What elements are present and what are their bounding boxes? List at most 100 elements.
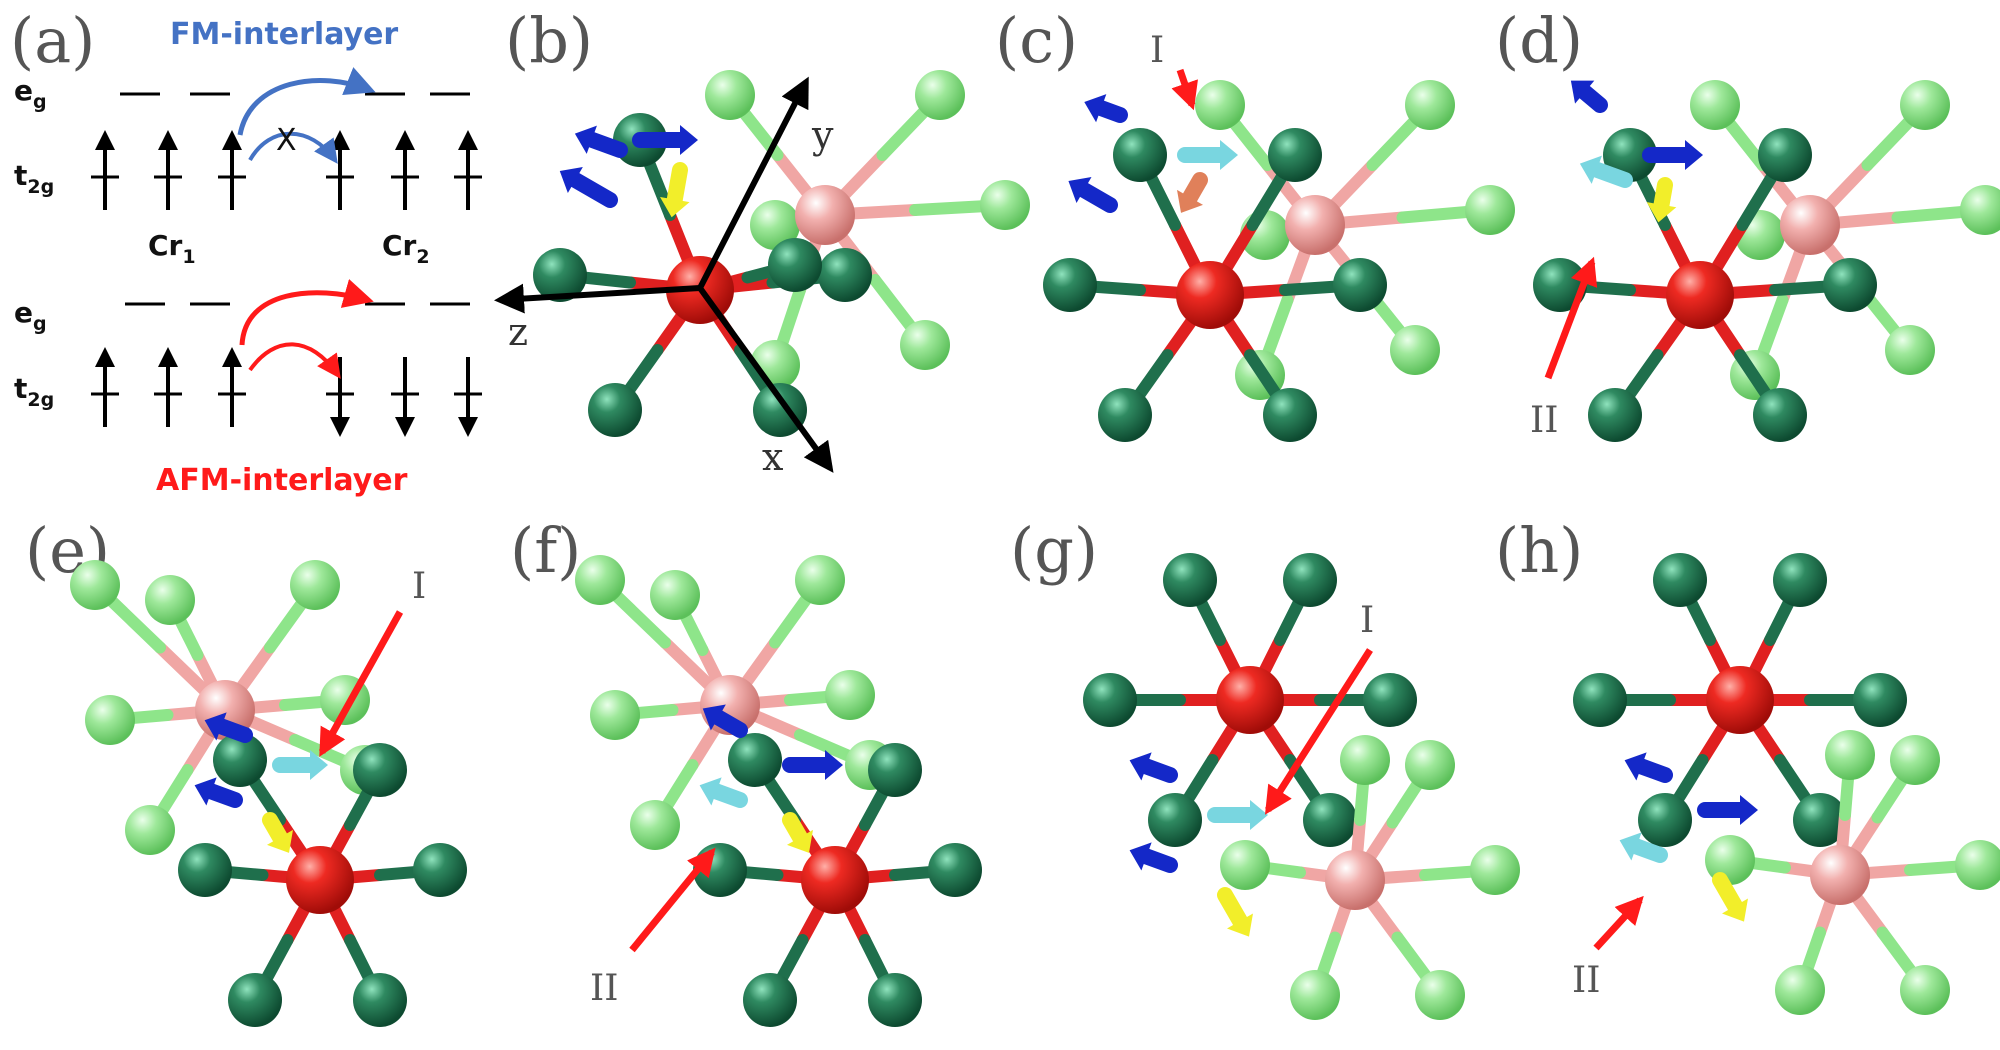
yellow-moment-arrow: [1653, 177, 1673, 213]
blue-moment-arrow: [203, 783, 243, 808]
marker-II-h: II: [1572, 960, 1600, 1001]
cr2-label: Cr2: [382, 229, 430, 268]
dark-green-atom: [1653, 553, 1707, 607]
light-green-atom: [1825, 730, 1875, 780]
panel-labels: (a) (b) (c) (d) (e) (f) (g) (h): [10, 4, 1583, 587]
panel-label-g: (g): [1010, 514, 1098, 587]
pink-cr-atom: [795, 185, 855, 245]
cyan-moment-arrow-head: [310, 750, 328, 780]
light-green-atom: [980, 180, 1030, 230]
dark-green-atom: [1283, 553, 1337, 607]
blue-moment-arrow-head: [1129, 752, 1152, 781]
yellow-moment-arrow-head: [787, 829, 813, 853]
light-green-atom: [145, 575, 195, 625]
pointer-arrow-c: [1171, 68, 1198, 111]
blue-moment-arrow-head: [1570, 80, 1595, 104]
panel-g-structure: [1083, 553, 1520, 1020]
cyan-moment-arrow-head: [1250, 800, 1268, 830]
afm-eg-hop-arrow: [239, 279, 374, 346]
dark-green-atom: [818, 248, 872, 302]
light-green-atom: [125, 805, 175, 855]
blue-moment-arrow-head: [1740, 795, 1758, 825]
dark-green-atom: [1573, 673, 1627, 727]
eg-label-bottom: eg: [14, 296, 47, 335]
dark-green-atom: [353, 973, 407, 1027]
dark-green-atom: [1333, 258, 1387, 312]
yellow-moment-arrow-head: [267, 829, 293, 853]
y-axis-arrow: [697, 76, 809, 290]
eg-label-top: eg: [14, 74, 47, 113]
fm-eg-hop-arrow: [237, 67, 376, 136]
light-green-atom: [1195, 80, 1245, 130]
yellow-moment-arrow-head: [1646, 202, 1677, 223]
cyan-moment-arrow-head: [1220, 140, 1238, 170]
marker-II-f: II: [590, 968, 618, 1009]
red-cr-atom: [1666, 261, 1734, 329]
dark-green-atom: [213, 733, 267, 787]
light-green-atom: [590, 690, 640, 740]
dark-green-atom: [533, 248, 587, 302]
blue-moment-arrow: [1093, 100, 1128, 123]
light-green-atom: [1415, 970, 1465, 1020]
light-green-atom: [1775, 965, 1825, 1015]
yellow-moment-arrow: [262, 812, 288, 846]
cyan-moment-arrow: [1588, 161, 1633, 188]
red-cr-atom: [1176, 261, 1244, 329]
dark-green-atom: [1148, 793, 1202, 847]
blue-moment-arrow-head: [680, 125, 698, 155]
blue-moment-arrow: [1138, 848, 1178, 873]
dark-green-atom: [1773, 553, 1827, 607]
yellow-moment-arrow-head: [1227, 913, 1253, 937]
t2g-label-top: t2g: [14, 159, 54, 198]
fm-interlayer-label: FM-interlayer: [170, 17, 398, 52]
light-green-atom: [1955, 840, 2000, 890]
dark-green-atom: [178, 843, 232, 897]
pink-cr-atom: [1810, 845, 1870, 905]
dark-green-atom: [868, 743, 922, 797]
light-green-atom: [1390, 325, 1440, 375]
orange-moment-arrow-head: [1177, 189, 1203, 213]
panel-h-structure: [1573, 553, 2000, 1015]
cyan-moment-arrow-head: [699, 777, 722, 806]
light-green-atom: [1690, 80, 1740, 130]
light-green-atom: [85, 695, 135, 745]
pink-cr-atom: [1780, 195, 1840, 255]
pink-cr-atom: [1325, 850, 1385, 910]
afm-interlayer-label: AFM-interlayer: [156, 463, 408, 498]
blue-moment-arrow-head: [1685, 140, 1703, 170]
panel-d-structure: [1533, 80, 2000, 442]
dark-green-atom: [1043, 258, 1097, 312]
dark-green-atom: [1853, 673, 1907, 727]
blue-moment-arrow-head: [559, 167, 583, 193]
panel-label-c: (c): [995, 4, 1078, 77]
dark-green-atom: [228, 973, 282, 1027]
red-cr-atom: [1216, 666, 1284, 734]
marker-II-d: II: [1530, 400, 1558, 441]
dark-green-atom: [868, 973, 922, 1027]
panel-c-structure: [1043, 80, 1515, 442]
panel-label-b: (b): [505, 4, 593, 77]
light-green-atom: [1470, 845, 1520, 895]
dark-green-atom: [728, 733, 782, 787]
dark-green-atom: [1263, 388, 1317, 442]
cr1-label: Cr1: [148, 229, 196, 268]
dark-green-atom: [1303, 793, 1357, 847]
cyan-moment-arrow: [708, 783, 748, 808]
cyan-moment-arrow-head: [1619, 832, 1642, 861]
panel-label-h: (h): [1495, 514, 1583, 587]
dark-green-atom: [1793, 793, 1847, 847]
dark-green-atom: [1588, 388, 1642, 442]
light-green-atom: [915, 70, 965, 120]
x-axis-arrow: [697, 286, 834, 473]
pink-cr-atom: [1285, 195, 1345, 255]
light-green-atom: [900, 320, 950, 370]
yellow-moment-arrow-head: [1722, 898, 1748, 922]
blue-moment-arrow: [710, 709, 748, 738]
light-green-atom: [795, 555, 845, 605]
light-green-atom: [1405, 740, 1455, 790]
panel-label-f: (f): [510, 514, 581, 587]
panel-e-structure: [70, 560, 467, 1027]
pointer-arrow-e: [318, 610, 404, 757]
blue-moment-arrow: [567, 172, 618, 208]
